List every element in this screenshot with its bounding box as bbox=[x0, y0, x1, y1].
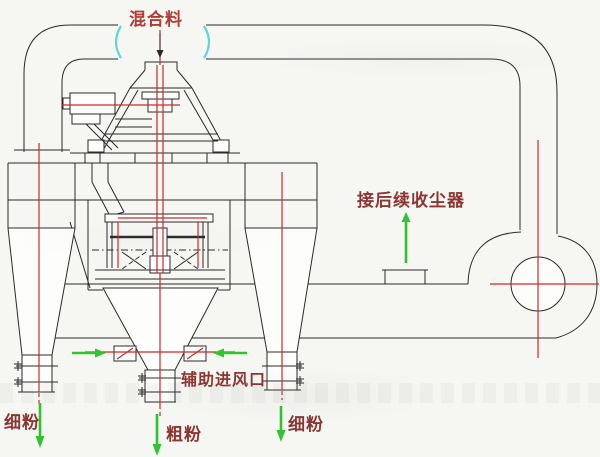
left-cyclone bbox=[7, 227, 76, 393]
pipe-break-symbol bbox=[114, 25, 211, 59]
support-legs bbox=[87, 87, 230, 153]
fine-powder-left-arrow-down-icon bbox=[35, 403, 45, 448]
coarse-powder-arrow-down-icon bbox=[152, 414, 162, 456]
feed-hopper bbox=[129, 61, 193, 113]
label-fine-powder-right: 细粉 bbox=[288, 415, 324, 435]
discharge-chute bbox=[91, 163, 125, 217]
aux-air-arrow-left-icon bbox=[213, 348, 247, 358]
motor-and-drive bbox=[62, 92, 218, 151]
label-coarse-powder: 粗粉 bbox=[166, 425, 202, 445]
dust-collector-arrow-up-icon bbox=[401, 212, 411, 263]
classifier-internals bbox=[92, 213, 228, 280]
feed-arrow-icon bbox=[156, 33, 164, 58]
label-feed-material: 混合料 bbox=[129, 10, 183, 30]
label-dust-collector: 接后续收尘器 bbox=[357, 191, 465, 211]
fan-volute bbox=[467, 231, 598, 339]
top-pipe bbox=[14, 24, 558, 234]
fine-powder-right-arrow-down-icon bbox=[276, 406, 286, 442]
aux-air-arrow-right-icon bbox=[72, 348, 106, 358]
dust-collector-outlet-stub bbox=[382, 269, 428, 284]
label-fine-powder-left: 细粉 bbox=[4, 413, 40, 433]
label-aux-air-inlet: 辅助进风口 bbox=[181, 370, 267, 389]
